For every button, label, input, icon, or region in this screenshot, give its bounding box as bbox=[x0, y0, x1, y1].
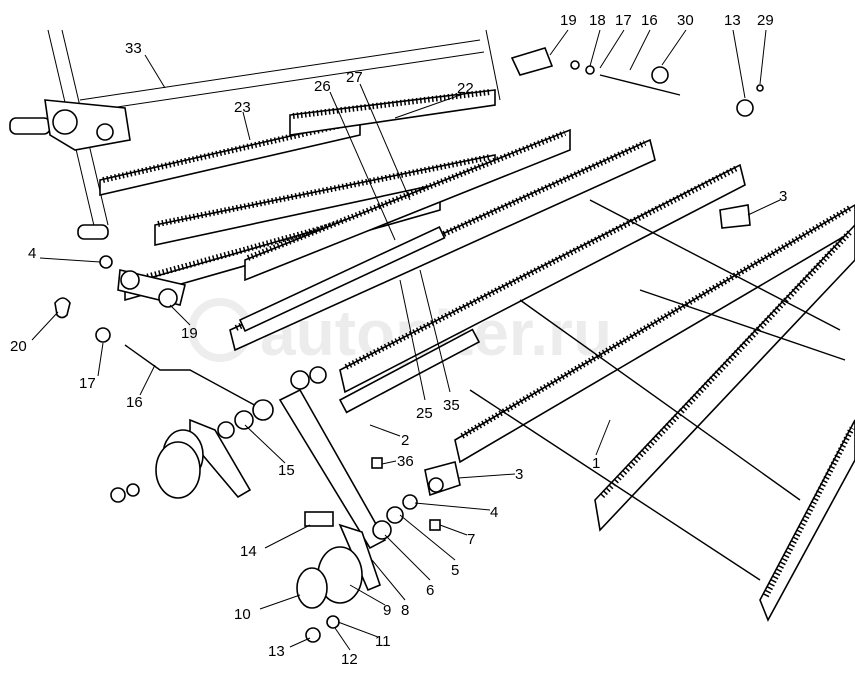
callout-15: 15 bbox=[278, 462, 295, 479]
cross-rods bbox=[238, 199, 846, 581]
callout-29: 29 bbox=[757, 12, 774, 29]
callout-22: 22 bbox=[457, 80, 474, 97]
callout-9: 9 bbox=[383, 602, 391, 619]
callout-36: 36 bbox=[397, 453, 414, 470]
callout-4-bottom: 4 bbox=[490, 504, 498, 521]
callout-17-top: 17 bbox=[615, 12, 632, 29]
callout-25: 25 bbox=[416, 405, 433, 422]
callout-13-bottom: 13 bbox=[268, 643, 285, 660]
frame bbox=[9, 29, 501, 240]
callout-16-left: 16 bbox=[126, 394, 143, 411]
callout-14: 14 bbox=[240, 543, 257, 560]
callout-3-top: 3 bbox=[779, 188, 787, 205]
callout-8: 8 bbox=[401, 602, 409, 619]
callout-10: 10 bbox=[234, 606, 251, 623]
callout-12: 12 bbox=[341, 651, 358, 668]
leader-lines bbox=[31, 29, 781, 651]
callout-3-bottom: 3 bbox=[515, 466, 523, 483]
callout-6: 6 bbox=[426, 582, 434, 599]
callout-35: 35 bbox=[443, 397, 460, 414]
callout-7: 7 bbox=[467, 531, 475, 548]
callout-11: 11 bbox=[375, 633, 391, 650]
callout-18: 18 bbox=[589, 12, 606, 29]
callout-23: 23 bbox=[234, 99, 251, 116]
callout-2: 2 bbox=[401, 432, 409, 449]
linkage-parts bbox=[54, 47, 764, 643]
callout-13-top: 13 bbox=[724, 12, 741, 29]
callout-4-left: 4 bbox=[28, 245, 36, 262]
callout-33: 33 bbox=[125, 40, 142, 57]
callout-26: 26 bbox=[314, 78, 331, 95]
callout-5: 5 bbox=[451, 562, 459, 579]
callout-labels: 33 23 26 27 22 19 18 17 16 30 13 29 3 4 … bbox=[10, 12, 787, 668]
callout-20: 20 bbox=[10, 338, 27, 355]
callout-16-top: 16 bbox=[641, 12, 658, 29]
callout-1: 1 bbox=[592, 455, 600, 472]
callout-30: 30 bbox=[677, 12, 694, 29]
callout-17-left: 17 bbox=[79, 375, 96, 392]
callout-19-top: 19 bbox=[560, 12, 577, 29]
callout-19-left: 19 bbox=[181, 325, 198, 342]
callout-27: 27 bbox=[346, 69, 363, 86]
